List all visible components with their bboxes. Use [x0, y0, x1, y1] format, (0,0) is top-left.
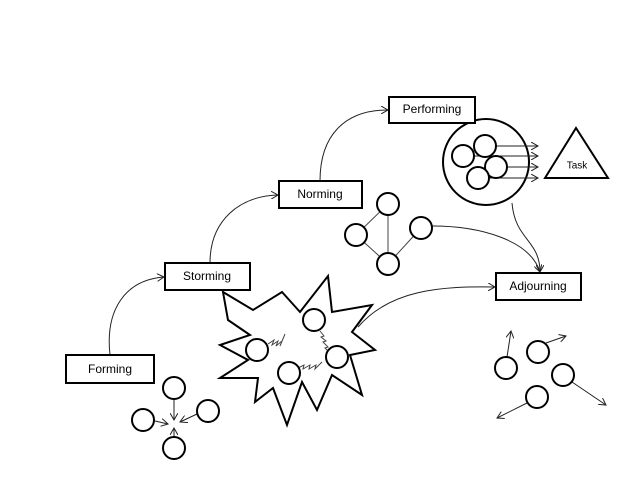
- norming-group: [344, 192, 433, 276]
- adjourning-group: [494, 331, 606, 418]
- forming-group: [131, 376, 220, 460]
- forming-to-storming-arrow: [108, 277, 164, 356]
- stage-label: Storming: [183, 269, 231, 283]
- storming-to-norming-arrow: [209, 195, 278, 264]
- task-label: Task: [567, 161, 589, 172]
- stage-forming: Forming: [65, 354, 155, 384]
- stage-performing: Performing: [388, 96, 476, 124]
- norming-to-performing-arrow: [319, 110, 388, 182]
- stage-label: Forming: [88, 362, 132, 376]
- stage-label: Norming: [297, 187, 342, 201]
- stage-storming: Storming: [164, 262, 251, 291]
- stage-label: Performing: [403, 102, 462, 116]
- stage-label: Adjourning: [509, 279, 566, 293]
- stage-norming: Norming: [278, 180, 363, 209]
- storming-conflict-star: [216, 273, 378, 428]
- performing-to-adjourning-arrow: [511, 202, 540, 272]
- storming-to-adjourning-arrow: [357, 287, 495, 328]
- task-triangle: Task: [543, 126, 610, 179]
- stage-adjourning: Adjourning: [495, 272, 582, 301]
- performing-group: [442, 118, 538, 206]
- norming-to-adjourning-arrow: [431, 225, 540, 272]
